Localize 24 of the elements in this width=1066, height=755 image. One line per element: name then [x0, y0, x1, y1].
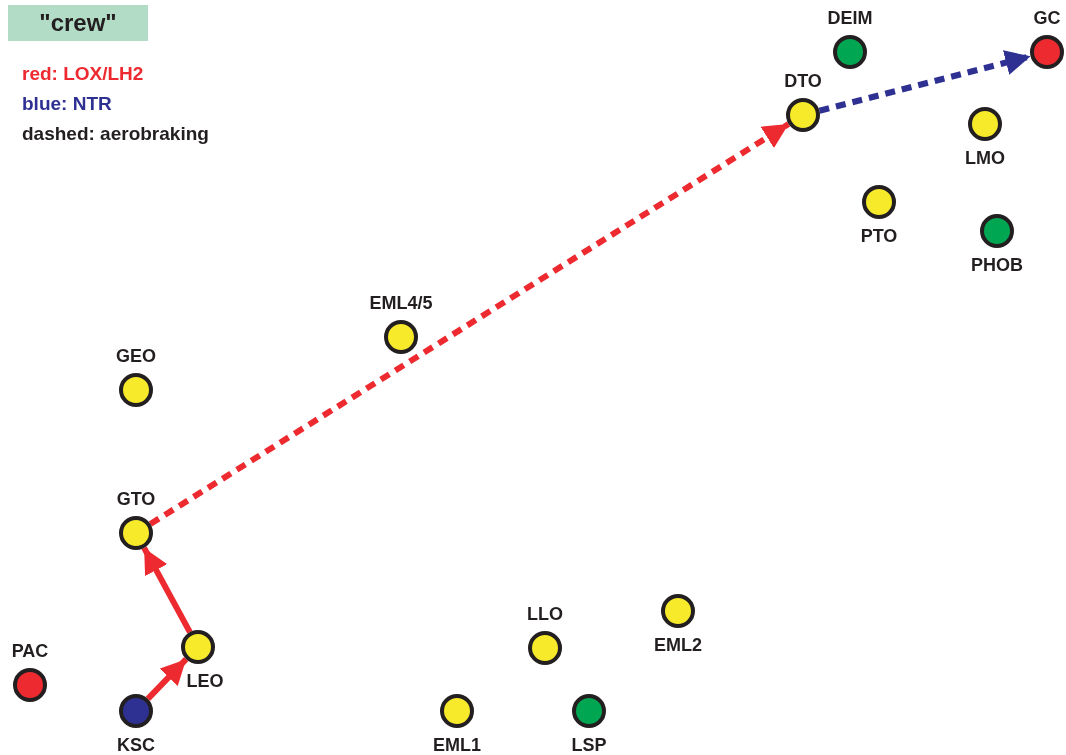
arrow [141, 546, 193, 634]
node-label: PAC [11, 640, 49, 662]
node-label: GC [1033, 7, 1061, 29]
legend-entry: blue: NTR [22, 92, 112, 116]
legend-entry: dashed: aerobraking [22, 122, 209, 146]
node-label: DEIM [827, 7, 873, 29]
node-label: LSP [571, 734, 607, 755]
node-label: EML4/5 [369, 292, 433, 314]
node-label: EML2 [654, 634, 702, 656]
arrow [148, 121, 791, 527]
node-label: PHOB [971, 254, 1023, 276]
node-label: EML1 [433, 734, 481, 755]
node-label: KSC [117, 734, 155, 755]
legend-entry: red: LOX/LH2 [22, 62, 144, 86]
node-label: PTO [860, 225, 898, 247]
title-banner: "crew" [8, 5, 148, 41]
arrow [145, 657, 189, 701]
node-label: DTO [784, 70, 822, 92]
node-label: LEO [186, 670, 224, 692]
node-label: LMO [965, 147, 1005, 169]
node-label: GEO [116, 345, 156, 367]
node-label: GTO [116, 488, 156, 510]
node-label: LLO [527, 603, 563, 625]
arrow [818, 50, 1032, 114]
